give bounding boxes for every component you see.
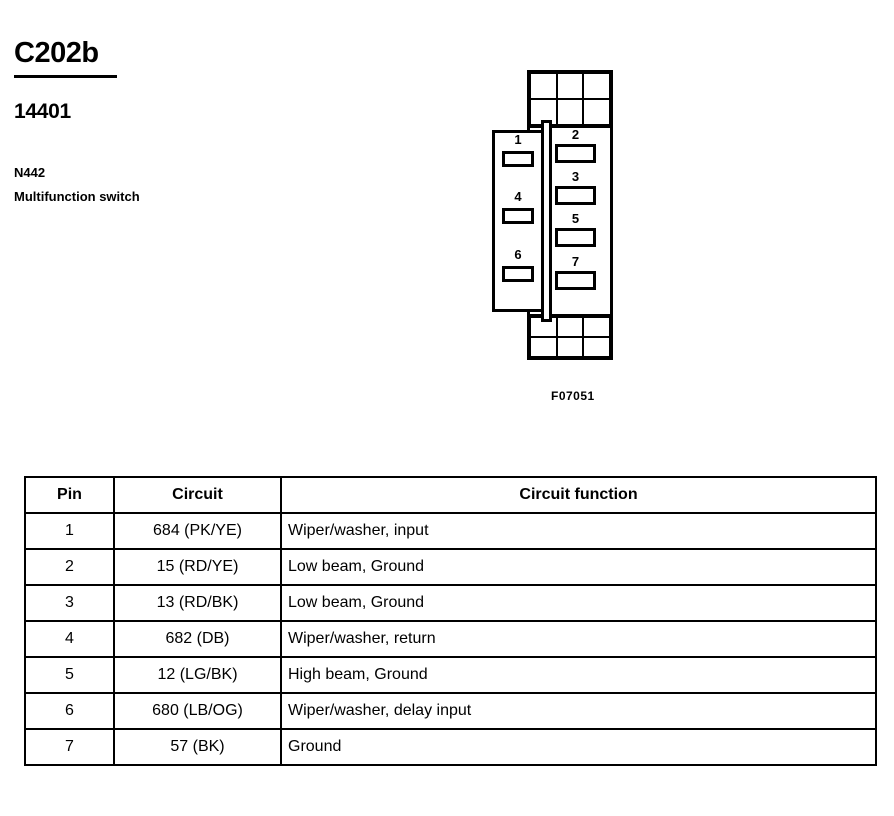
grid-cell: [529, 72, 558, 100]
cell-circuit: 12 (LG/BK): [113, 656, 282, 694]
pin-slot-4: [502, 208, 534, 224]
keyway-bar: [541, 120, 552, 322]
cell-pin: 3: [24, 584, 115, 622]
cell-circuit: 13 (RD/BK): [113, 584, 282, 622]
grid-cell: [555, 316, 585, 338]
grid-cell: [555, 72, 585, 100]
cell-function: Low beam, Ground: [280, 548, 877, 586]
cell-function: High beam, Ground: [280, 656, 877, 694]
cell-circuit: 682 (DB): [113, 620, 282, 658]
pin-slot-3: [555, 186, 596, 205]
cell-circuit: 15 (RD/YE): [113, 548, 282, 586]
pin-label-1: 1: [514, 132, 522, 147]
cell-pin: 7: [24, 728, 115, 766]
pin-slot-1: [502, 151, 534, 167]
cell-function: Wiper/washer, return: [280, 620, 877, 658]
table-row: 3 13 (RD/BK) Low beam, Ground: [24, 584, 877, 622]
pin-slot-5: [555, 228, 596, 247]
table-row: 4 682 (DB) Wiper/washer, return: [24, 620, 877, 658]
cell-function: Low beam, Ground: [280, 584, 877, 622]
title-underline-rule: [14, 75, 117, 78]
pin-label-7: 7: [571, 254, 580, 269]
table-header-row: Pin Circuit Circuit function: [24, 476, 877, 514]
table-row: 7 57 (BK) Ground: [24, 728, 877, 766]
grid-cell: [555, 98, 585, 126]
grid-cell: [582, 336, 611, 358]
pin-label-5: 5: [571, 211, 580, 226]
table-row: 1 684 (PK/YE) Wiper/washer, input: [24, 512, 877, 550]
connector-id-title: C202b: [14, 37, 99, 69]
cell-circuit: 57 (BK): [113, 728, 282, 766]
cell-pin: 5: [24, 656, 115, 694]
cell-function: Ground: [280, 728, 877, 766]
cell-function: Wiper/washer, delay input: [280, 692, 877, 730]
grid-cell: [582, 316, 611, 338]
pin-assignment-table: Pin Circuit Circuit function 1 684 (PK/Y…: [24, 476, 877, 766]
pin-label-6: 6: [514, 247, 522, 262]
table-row: 2 15 (RD/YE) Low beam, Ground: [24, 548, 877, 586]
component-name: Multifunction switch: [14, 189, 140, 204]
pin-slot-2: [555, 144, 596, 163]
grid-cell: [582, 98, 611, 126]
column-header-circuit-function: Circuit function: [280, 476, 877, 514]
grid-cell: [555, 336, 585, 358]
table-row: 6 680 (LB/OG) Wiper/washer, delay input: [24, 692, 877, 730]
column-header-pin: Pin: [24, 476, 115, 514]
column-header-circuit: Circuit: [113, 476, 282, 514]
cell-pin: 2: [24, 548, 115, 586]
cell-circuit: 684 (PK/YE): [113, 512, 282, 550]
contact-grid-bottom: [527, 314, 613, 360]
figure-caption: F07051: [551, 389, 595, 403]
pin-slot-7: [555, 271, 596, 290]
component-code: N442: [14, 165, 46, 180]
grid-cell: [529, 336, 558, 358]
cell-pin: 6: [24, 692, 115, 730]
part-number: 14401: [14, 100, 71, 123]
table-row: 5 12 (LG/BK) High beam, Ground: [24, 656, 877, 694]
cell-pin: 1: [24, 512, 115, 550]
pin-label-3: 3: [571, 169, 580, 184]
grid-cell: [582, 72, 611, 100]
contact-grid-top: [527, 70, 613, 128]
table-body: 1 684 (PK/YE) Wiper/washer, input 2 15 (…: [24, 512, 877, 766]
pin-label-2: 2: [571, 127, 580, 142]
pin-label-4: 4: [514, 189, 522, 204]
connector-diagram: 1 4 6 2 3 5 7: [485, 62, 630, 407]
cell-function: Wiper/washer, input: [280, 512, 877, 550]
pin-slot-6: [502, 266, 534, 282]
cell-circuit: 680 (LB/OG): [113, 692, 282, 730]
cell-pin: 4: [24, 620, 115, 658]
